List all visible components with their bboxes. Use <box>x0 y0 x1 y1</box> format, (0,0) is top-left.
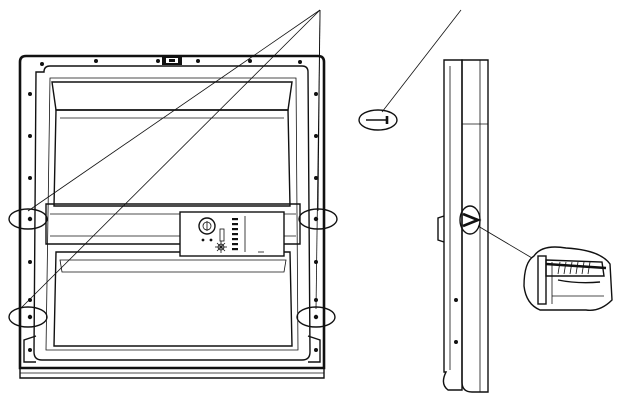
rinse-aid-dial <box>198 217 216 235</box>
side-screw-2 <box>454 340 458 344</box>
screw-right-lower <box>313 314 319 320</box>
screw-leader-line <box>381 9 462 113</box>
lower-panel <box>53 251 293 347</box>
detail-thread <box>557 261 591 275</box>
rim-screw-dots <box>28 59 318 352</box>
side-screw-mark <box>462 212 482 228</box>
detail-screw-shaft <box>545 262 607 270</box>
door-outer-frame <box>18 54 326 370</box>
sun-icon <box>215 241 227 253</box>
screw-left-lower <box>27 314 33 320</box>
dispenser-vent-slots <box>232 218 238 251</box>
leader-lines <box>19 9 321 310</box>
upper-panel-top <box>51 81 293 111</box>
door-front-view <box>8 9 338 379</box>
middle-rib <box>45 203 301 245</box>
screw-left-upper <box>27 216 33 222</box>
dial-mark-left <box>201 238 205 242</box>
detail-bracket <box>545 259 605 277</box>
upper-panel <box>53 109 291 207</box>
lower-panel-top <box>59 259 287 273</box>
screw-part-callout <box>358 9 462 131</box>
left-hinge-arm <box>23 335 37 363</box>
side-inner-body <box>442 59 463 391</box>
door-inner-rim-2 <box>45 77 299 351</box>
dial-mark-right <box>209 238 213 242</box>
screw-callout-ellipse <box>358 109 398 131</box>
callout-left-upper <box>8 208 48 230</box>
door-side-view <box>437 59 533 393</box>
hinge-detail <box>523 246 613 311</box>
detergent-dispenser <box>179 211 285 257</box>
detail-panel <box>537 255 547 305</box>
door-inner-rim <box>33 65 311 361</box>
callout-left-lower <box>8 306 48 328</box>
level-window <box>219 228 225 242</box>
side-handle-bump <box>437 215 445 243</box>
side-screw-1 <box>454 298 458 302</box>
detail-leader-line <box>477 225 533 259</box>
right-hinge-arm <box>307 335 321 363</box>
detail-outline <box>523 246 613 311</box>
door-latch <box>162 56 182 65</box>
detail-curve <box>557 279 601 284</box>
mounting-screw-callouts <box>8 208 338 328</box>
